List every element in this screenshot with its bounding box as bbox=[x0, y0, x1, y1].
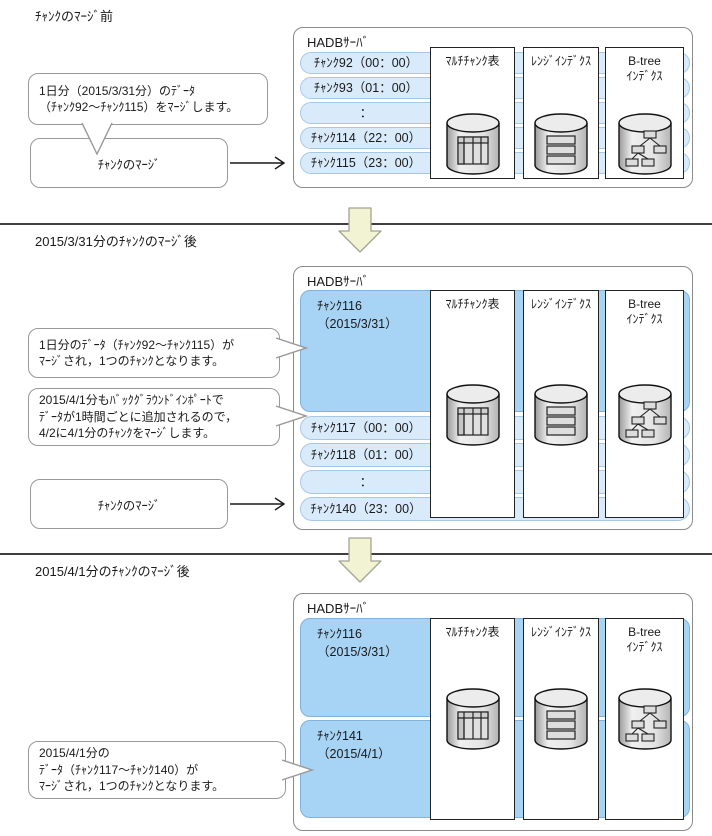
down-arrow-icon bbox=[338, 537, 382, 583]
store-title-line: ﾏﾙﾁﾁｬﾝｸ表 bbox=[445, 625, 500, 639]
list-cylinder-icon bbox=[534, 113, 588, 175]
store-title-line: ﾏﾙﾁﾁｬﾝｸ表 bbox=[445, 297, 500, 311]
store-title-line: ｲﾝﾃﾞｸｽ bbox=[626, 312, 663, 326]
chunk-bar-label: ： bbox=[359, 106, 373, 120]
callout-merged-result-s2: 1日分のﾃﾞｰﾀ（ﾁｬﾝｸ92～ﾁｬﾝｸ115）が ﾏｰｼﾞされ，1つのﾁｬﾝｸ… bbox=[28, 328, 280, 378]
callout-tail-right-icon bbox=[276, 337, 308, 359]
callout-text-line: ﾏｰｼﾞされ，1つのﾁｬﾝｸとなります。 bbox=[39, 779, 225, 794]
list-cylinder-icon bbox=[534, 384, 588, 446]
btree-index-box-s2: B-tree ｲﾝﾃﾞｸｽ bbox=[605, 290, 684, 518]
store-title-line: ｲﾝﾃﾞｸｽ bbox=[626, 640, 663, 654]
merged-chunk-date: （2015/4/1） bbox=[317, 747, 391, 761]
section-title-before-merge: ﾁｬﾝｸのﾏｰｼﾞ前 bbox=[35, 9, 114, 24]
callout-text-line: 2015/4/1分の bbox=[39, 746, 110, 761]
store-title-line: ﾚﾝｼﾞｲﾝﾃﾞｸｽ bbox=[530, 625, 591, 639]
callout-merge-description-s1: 1日分（2015/3/31分）のﾃﾞｰﾀ （ﾁｬﾝｸ92～ﾁｬﾝｸ115）をﾏｰ… bbox=[28, 73, 268, 125]
multi-chunk-table-box-s2: ﾏﾙﾁﾁｬﾝｸ表 bbox=[430, 290, 515, 518]
callout-text-line: 2015/4/1分もﾊﾞｯｸｸﾞﾗｳﾝﾄﾞｲﾝﾎﾟｰﾄで bbox=[39, 393, 224, 408]
callout-text-line: ﾃﾞｰﾀ（ﾁｬﾝｸ117～ﾁｬﾝｸ140）が bbox=[39, 762, 199, 777]
section-title-after-merge-0331: 2015/3/31分のﾁｬﾝｸのﾏｰｼﾞ後 bbox=[35, 234, 197, 249]
store-title-line: ﾚﾝｼﾞｲﾝﾃﾞｸｽ bbox=[530, 297, 591, 311]
multi-chunk-table-box-s3: ﾏﾙﾁﾁｬﾝｸ表 bbox=[430, 618, 515, 820]
callout-text-line: 4/2に4/1分のﾁｬﾝｸをﾏｰｼﾞします。 bbox=[39, 426, 216, 441]
table-cylinder-icon bbox=[445, 113, 500, 175]
flow-arrow-icon-s1 bbox=[230, 156, 286, 170]
callout-tail-down-icon bbox=[81, 123, 113, 156]
store-title-line: B-tree bbox=[628, 54, 661, 68]
chunk-bar-label: ﾁｬﾝｸ140（23：00） bbox=[310, 502, 422, 516]
chunk-merge-process-label: ﾁｬﾝｸのﾏｰｼﾞ bbox=[97, 157, 161, 172]
store-title-line: ﾚﾝｼﾞｲﾝﾃﾞｸｽ bbox=[530, 54, 591, 68]
table-cylinder-icon bbox=[445, 384, 500, 446]
chunk-bar-label: ﾁｬﾝｸ93（01：00） bbox=[313, 81, 419, 95]
table-cylinder-icon bbox=[445, 688, 500, 750]
merged-chunk-label: ﾁｬﾝｸ141 bbox=[317, 729, 363, 743]
down-arrow-icon bbox=[338, 207, 382, 253]
merged-chunk-label: ﾁｬﾝｸ116 bbox=[317, 299, 362, 313]
store-title-line: ﾏﾙﾁﾁｬﾝｸ表 bbox=[445, 54, 500, 68]
callout-text-line: 1日分のﾃﾞｰﾀ（ﾁｬﾝｸ92～ﾁｬﾝｸ115）が bbox=[39, 337, 235, 352]
merged-chunk-date: （2015/3/31） bbox=[317, 317, 398, 331]
chunk-bar-label: ﾁｬﾝｸ92（00：00） bbox=[313, 56, 419, 70]
callout-background-import-s2: 2015/4/1分もﾊﾞｯｸｸﾞﾗｳﾝﾄﾞｲﾝﾎﾟｰﾄで ﾃﾞｰﾀが1時間ごとに… bbox=[28, 388, 280, 446]
callout-tail-right-icon bbox=[282, 759, 314, 781]
btree-index-box-s3: B-tree ｲﾝﾃﾞｸｽ bbox=[605, 618, 684, 820]
callout-text-line: （ﾁｬﾝｸ92～ﾁｬﾝｸ115）をﾏｰｼﾞします。 bbox=[39, 100, 239, 114]
list-cylinder-icon bbox=[534, 688, 588, 750]
chunk-bar-label: ﾁｬﾝｸ117（00：00） bbox=[310, 421, 422, 435]
hadb-server-label-s1: HADBｻｰﾊﾞ bbox=[307, 35, 370, 50]
merged-chunk-label: ﾁｬﾝｸ116 bbox=[317, 627, 362, 641]
chunk-bar-label: ﾁｬﾝｸ118（01：00） bbox=[310, 448, 422, 462]
section-title-after-merge-0401: 2015/4/1分のﾁｬﾝｸのﾏｰｼﾞ後 bbox=[35, 564, 190, 579]
chunk-merge-process-label: ﾁｬﾝｸのﾏｰｼﾞ bbox=[97, 498, 161, 513]
store-title-line: ｲﾝﾃﾞｸｽ bbox=[626, 69, 663, 83]
chunk-merge-process-box-s2: ﾁｬﾝｸのﾏｰｼﾞ bbox=[30, 479, 228, 529]
callout-text-line: 1日分（2015/3/31分）のﾃﾞｰﾀ bbox=[39, 83, 196, 98]
hadb-server-label-s3: HADBｻｰﾊﾞ bbox=[307, 601, 370, 616]
callout-tail-right-icon bbox=[276, 405, 308, 427]
chunk-bar-label: ﾁｬﾝｸ115（23：00） bbox=[310, 156, 422, 170]
callout-text-line: ﾃﾞｰﾀが1時間ごとに追加されるので， bbox=[39, 409, 238, 424]
hadb-server-label-s2: HADBｻｰﾊﾞ bbox=[307, 274, 370, 289]
chunk-bar-label: ： bbox=[359, 475, 373, 489]
btree-index-box-s1: B-tree ｲﾝﾃﾞｸｽ bbox=[605, 47, 684, 179]
tree-cylinder-icon bbox=[617, 688, 672, 750]
tree-cylinder-icon bbox=[617, 113, 672, 175]
tree-cylinder-icon bbox=[617, 384, 672, 446]
chunk-bar-label: ﾁｬﾝｸ114（22：00） bbox=[310, 131, 422, 145]
flow-arrow-icon-s2 bbox=[230, 497, 286, 511]
chunk-merge-process-box-s1: ﾁｬﾝｸのﾏｰｼﾞ bbox=[30, 138, 228, 188]
multi-chunk-table-box-s1: ﾏﾙﾁﾁｬﾝｸ表 bbox=[430, 47, 515, 179]
store-title-line: B-tree bbox=[628, 297, 661, 311]
range-index-box-s3: ﾚﾝｼﾞｲﾝﾃﾞｸｽ bbox=[523, 618, 599, 820]
merged-chunk-date: （2015/3/31） bbox=[317, 645, 398, 659]
range-index-box-s1: ﾚﾝｼﾞｲﾝﾃﾞｸｽ bbox=[523, 47, 599, 179]
callout-text-line: ﾏｰｼﾞされ，1つのﾁｬﾝｸとなります。 bbox=[39, 354, 225, 368]
callout-merged-result-s3: 2015/4/1分の ﾃﾞｰﾀ（ﾁｬﾝｸ117～ﾁｬﾝｸ140）が ﾏｰｼﾞされ… bbox=[28, 741, 286, 799]
range-index-box-s2: ﾚﾝｼﾞｲﾝﾃﾞｸｽ bbox=[523, 290, 599, 518]
store-title-line: B-tree bbox=[628, 625, 661, 639]
